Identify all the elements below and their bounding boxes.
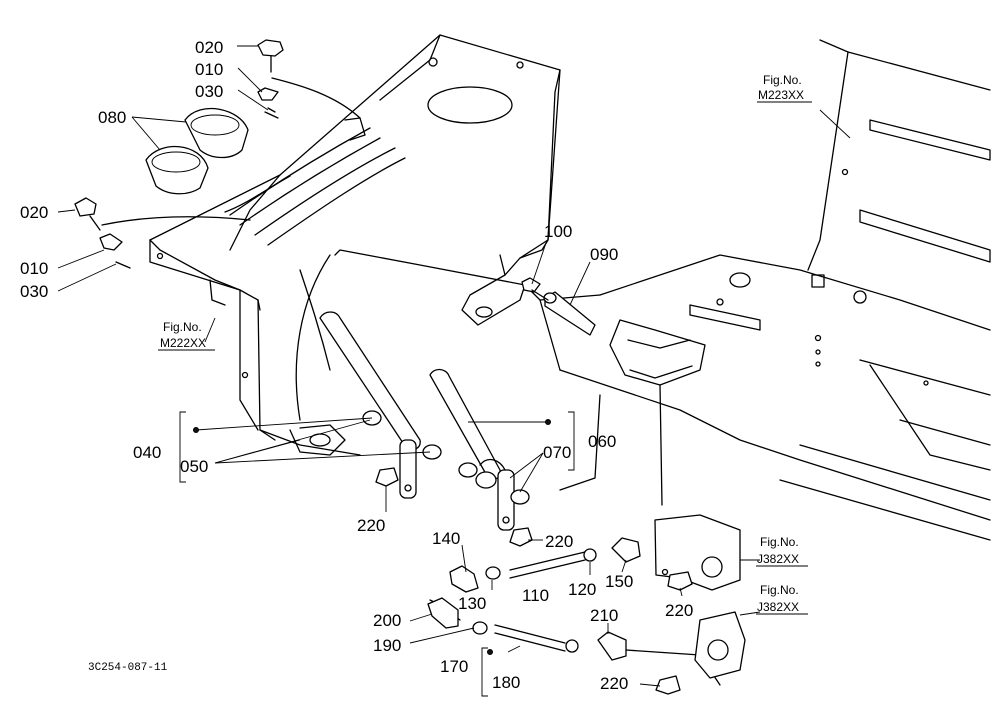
- fig-ref-m223-code: M223XX: [758, 88, 804, 102]
- label-010-top: 010: [195, 60, 223, 79]
- lever-stop-top: [74, 39, 361, 269]
- label-070: 070: [543, 443, 571, 462]
- fig-ref-m222-title: Fig.No.: [163, 320, 202, 334]
- fig-ref-j382-a-title: Fig.No.: [760, 535, 799, 549]
- label-130: 130: [458, 594, 486, 613]
- label-120: 120: [568, 580, 596, 599]
- label-200: 200: [373, 611, 401, 630]
- label-220-c: 220: [665, 601, 693, 620]
- label-040: 040: [133, 443, 161, 462]
- label-210: 210: [590, 606, 618, 625]
- leader-lines: [57, 45, 851, 687]
- label-150: 150: [605, 572, 633, 591]
- label-020-top: 020: [195, 38, 223, 57]
- fig-ref-m223-title: Fig.No.: [763, 73, 802, 87]
- fig-ref-j382-b-code: J382XX: [757, 600, 799, 614]
- label-140: 140: [432, 529, 460, 548]
- floor-chassis: [539, 39, 991, 541]
- label-090: 090: [590, 245, 618, 264]
- label-100: 100: [544, 222, 572, 241]
- lever-knobs: [145, 107, 249, 195]
- part-labels: 020 010 030 080 020 010 030 100 090 040 …: [20, 38, 693, 693]
- label-110: 110: [522, 586, 549, 605]
- label-080: 080: [98, 108, 126, 127]
- label-220-b: 220: [545, 532, 573, 551]
- fender-frame: [149, 34, 561, 456]
- lever-assembly: [319, 311, 530, 531]
- label-190: 190: [373, 636, 401, 655]
- label-010-left: 010: [20, 259, 48, 278]
- label-060: 060: [588, 432, 616, 451]
- label-170: 170: [440, 657, 468, 676]
- label-180: 180: [492, 673, 520, 692]
- fig-ref-m222-code: M222XX: [160, 336, 206, 350]
- fig-ref-j382-b-title: Fig.No.: [760, 583, 799, 597]
- label-220-a: 220: [357, 516, 385, 535]
- drawing-code: 3C254-087-11: [88, 662, 168, 674]
- control-rods: [375, 467, 746, 695]
- label-030-left: 030: [20, 282, 48, 301]
- figure-references: Fig.No. M223XX Fig.No. M222XX Fig.No. J3…: [158, 73, 812, 615]
- label-050: 050: [180, 457, 208, 476]
- label-030-top: 030: [195, 82, 223, 101]
- label-020-left: 020: [20, 203, 48, 222]
- label-220-d: 220: [600, 674, 628, 693]
- pivot-pin: [521, 277, 596, 336]
- fig-ref-j382-a-code: J382XX: [757, 552, 799, 566]
- group-brackets: [179, 411, 575, 697]
